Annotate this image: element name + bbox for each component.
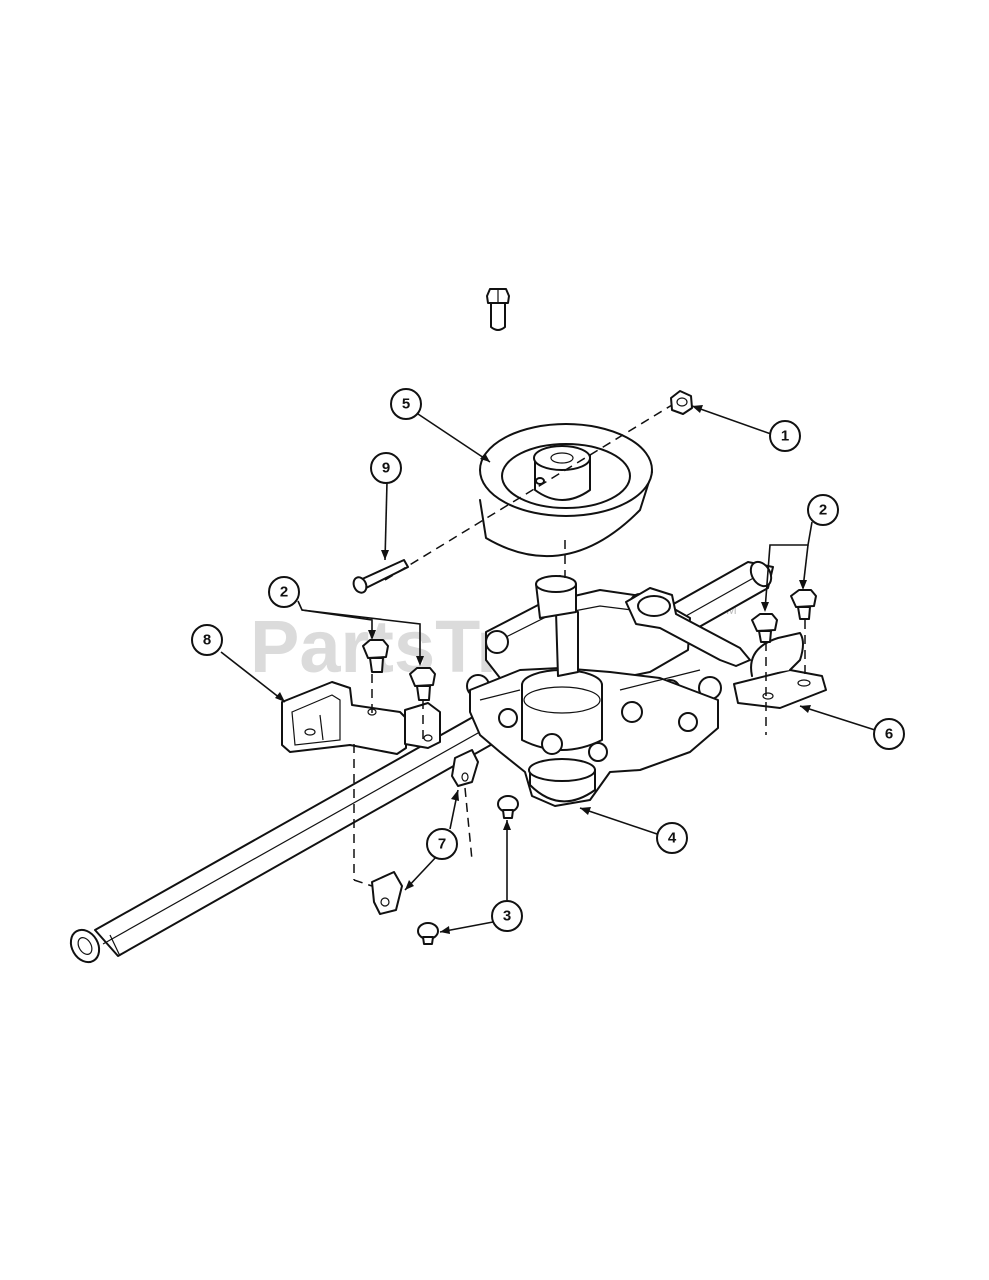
callout-4-label: 4	[668, 830, 677, 847]
callout-9-label: 9	[382, 460, 390, 477]
callout-9[interactable]: 9	[370, 452, 402, 484]
right-bracket	[733, 632, 827, 709]
pulley	[479, 423, 653, 558]
nut	[670, 390, 693, 415]
callout-8-label: 8	[203, 632, 211, 649]
left-bolts	[362, 639, 436, 701]
callout-7-label: 7	[438, 836, 446, 853]
pin	[352, 559, 409, 594]
callout-5[interactable]: 5	[390, 388, 422, 420]
assembly-lines	[353, 404, 806, 887]
right-bolts	[751, 589, 817, 643]
callout-7[interactable]: 7	[426, 828, 458, 860]
left-bracket	[281, 681, 441, 755]
shift-arm	[625, 587, 751, 667]
callout-2-right-label: 2	[819, 502, 827, 519]
callout-3-label: 3	[503, 908, 511, 925]
callout-6[interactable]: 6	[873, 718, 905, 750]
leader-lines	[220, 405, 876, 934]
callout-3[interactable]: 3	[491, 900, 523, 932]
callout-1[interactable]: 1	[769, 420, 801, 452]
callout-2-right[interactable]: 2	[807, 494, 839, 526]
callout-6-label: 6	[885, 726, 893, 743]
callout-2-left[interactable]: 2	[268, 576, 300, 608]
callout-2-left-label: 2	[280, 584, 288, 601]
screws	[417, 795, 519, 945]
top-bolt	[486, 288, 510, 331]
callout-8[interactable]: 8	[191, 624, 223, 656]
callout-5-label: 5	[402, 396, 410, 413]
callout-4[interactable]: 4	[656, 822, 688, 854]
callout-1-label: 1	[781, 428, 789, 445]
clips	[371, 749, 479, 915]
